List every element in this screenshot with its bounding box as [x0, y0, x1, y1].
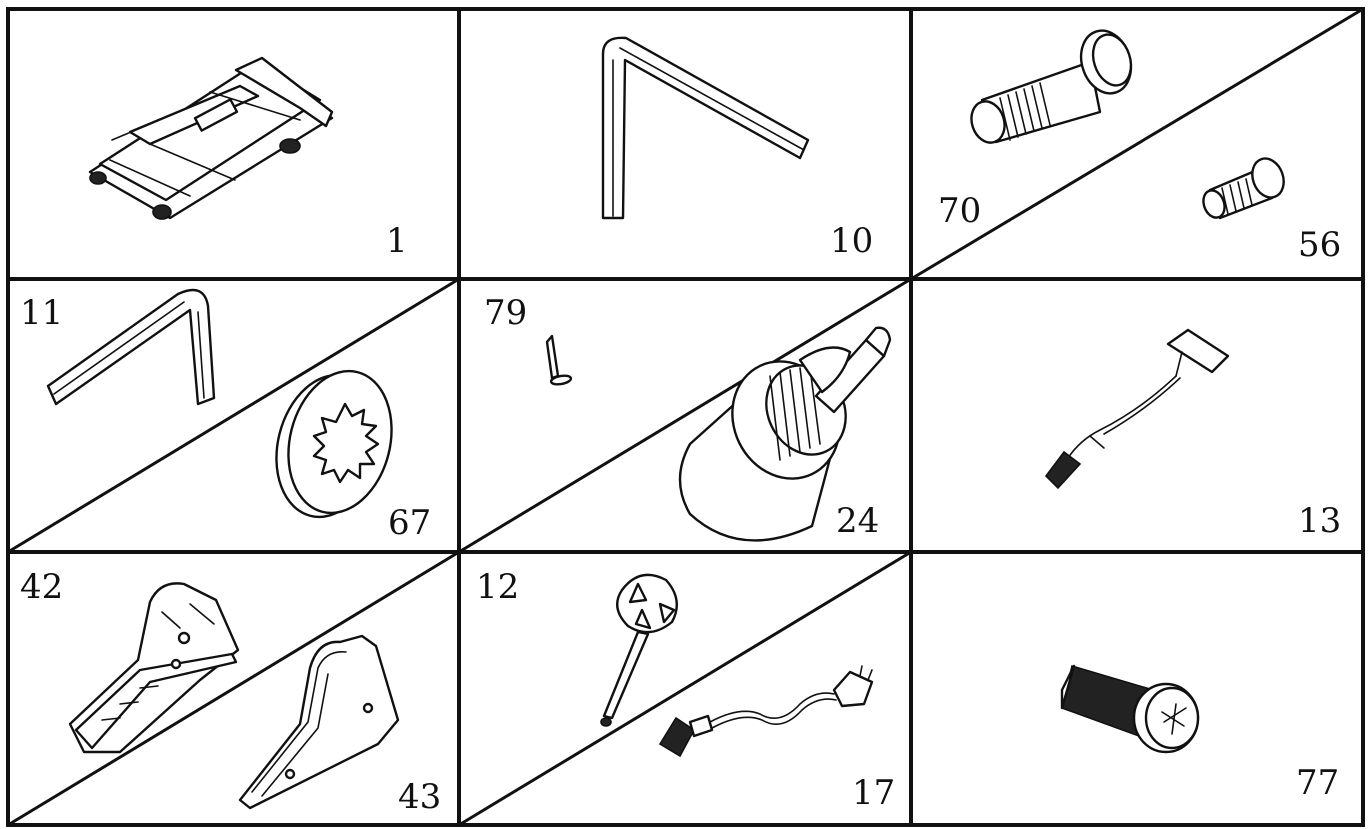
treadmill-frame-icon	[88, 56, 334, 220]
part-number-12: 12	[476, 567, 520, 607]
grid-border	[6, 7, 1365, 827]
part-number-70: 70	[938, 191, 982, 231]
part-number-79: 79	[484, 293, 528, 333]
part-number-17: 17	[852, 773, 896, 813]
part-number-1: 1	[386, 221, 408, 261]
cell-diagonal-42-43	[7, 550, 460, 827]
lubricant-bottle-icon	[678, 326, 892, 542]
cell-diagonal-12-17	[458, 550, 912, 827]
part-number-56: 56	[1298, 225, 1342, 265]
side-cover-left-icon	[68, 582, 240, 754]
cell-diagonal-70-56	[910, 7, 1364, 281]
bolt-short-icon	[1202, 157, 1285, 220]
part-number-13: 13	[1298, 501, 1342, 541]
phillips-screw-icon	[1060, 664, 1200, 754]
small-screw-icon	[545, 334, 573, 386]
part-number-43: 43	[398, 777, 442, 817]
part-number-11: 11	[20, 293, 64, 333]
power-cord-icon	[658, 665, 874, 758]
part-number-24: 24	[836, 501, 880, 541]
part-number-67: 67	[388, 503, 432, 543]
cell-diagonal-79-24	[458, 277, 912, 554]
allen-key-small-icon	[46, 288, 216, 406]
bolt-long-icon	[970, 29, 1133, 144]
allen-key-large-icon	[601, 36, 810, 220]
part-number-10: 10	[830, 221, 874, 261]
part-number-42: 42	[20, 567, 64, 607]
safety-key-icon	[1044, 328, 1230, 490]
side-cover-right-icon	[238, 634, 400, 810]
star-washer-icon	[275, 369, 393, 519]
cell-diagonal-11-67	[7, 277, 460, 554]
part-number-77: 77	[1296, 763, 1340, 803]
multi-wrench-icon	[600, 573, 678, 727]
